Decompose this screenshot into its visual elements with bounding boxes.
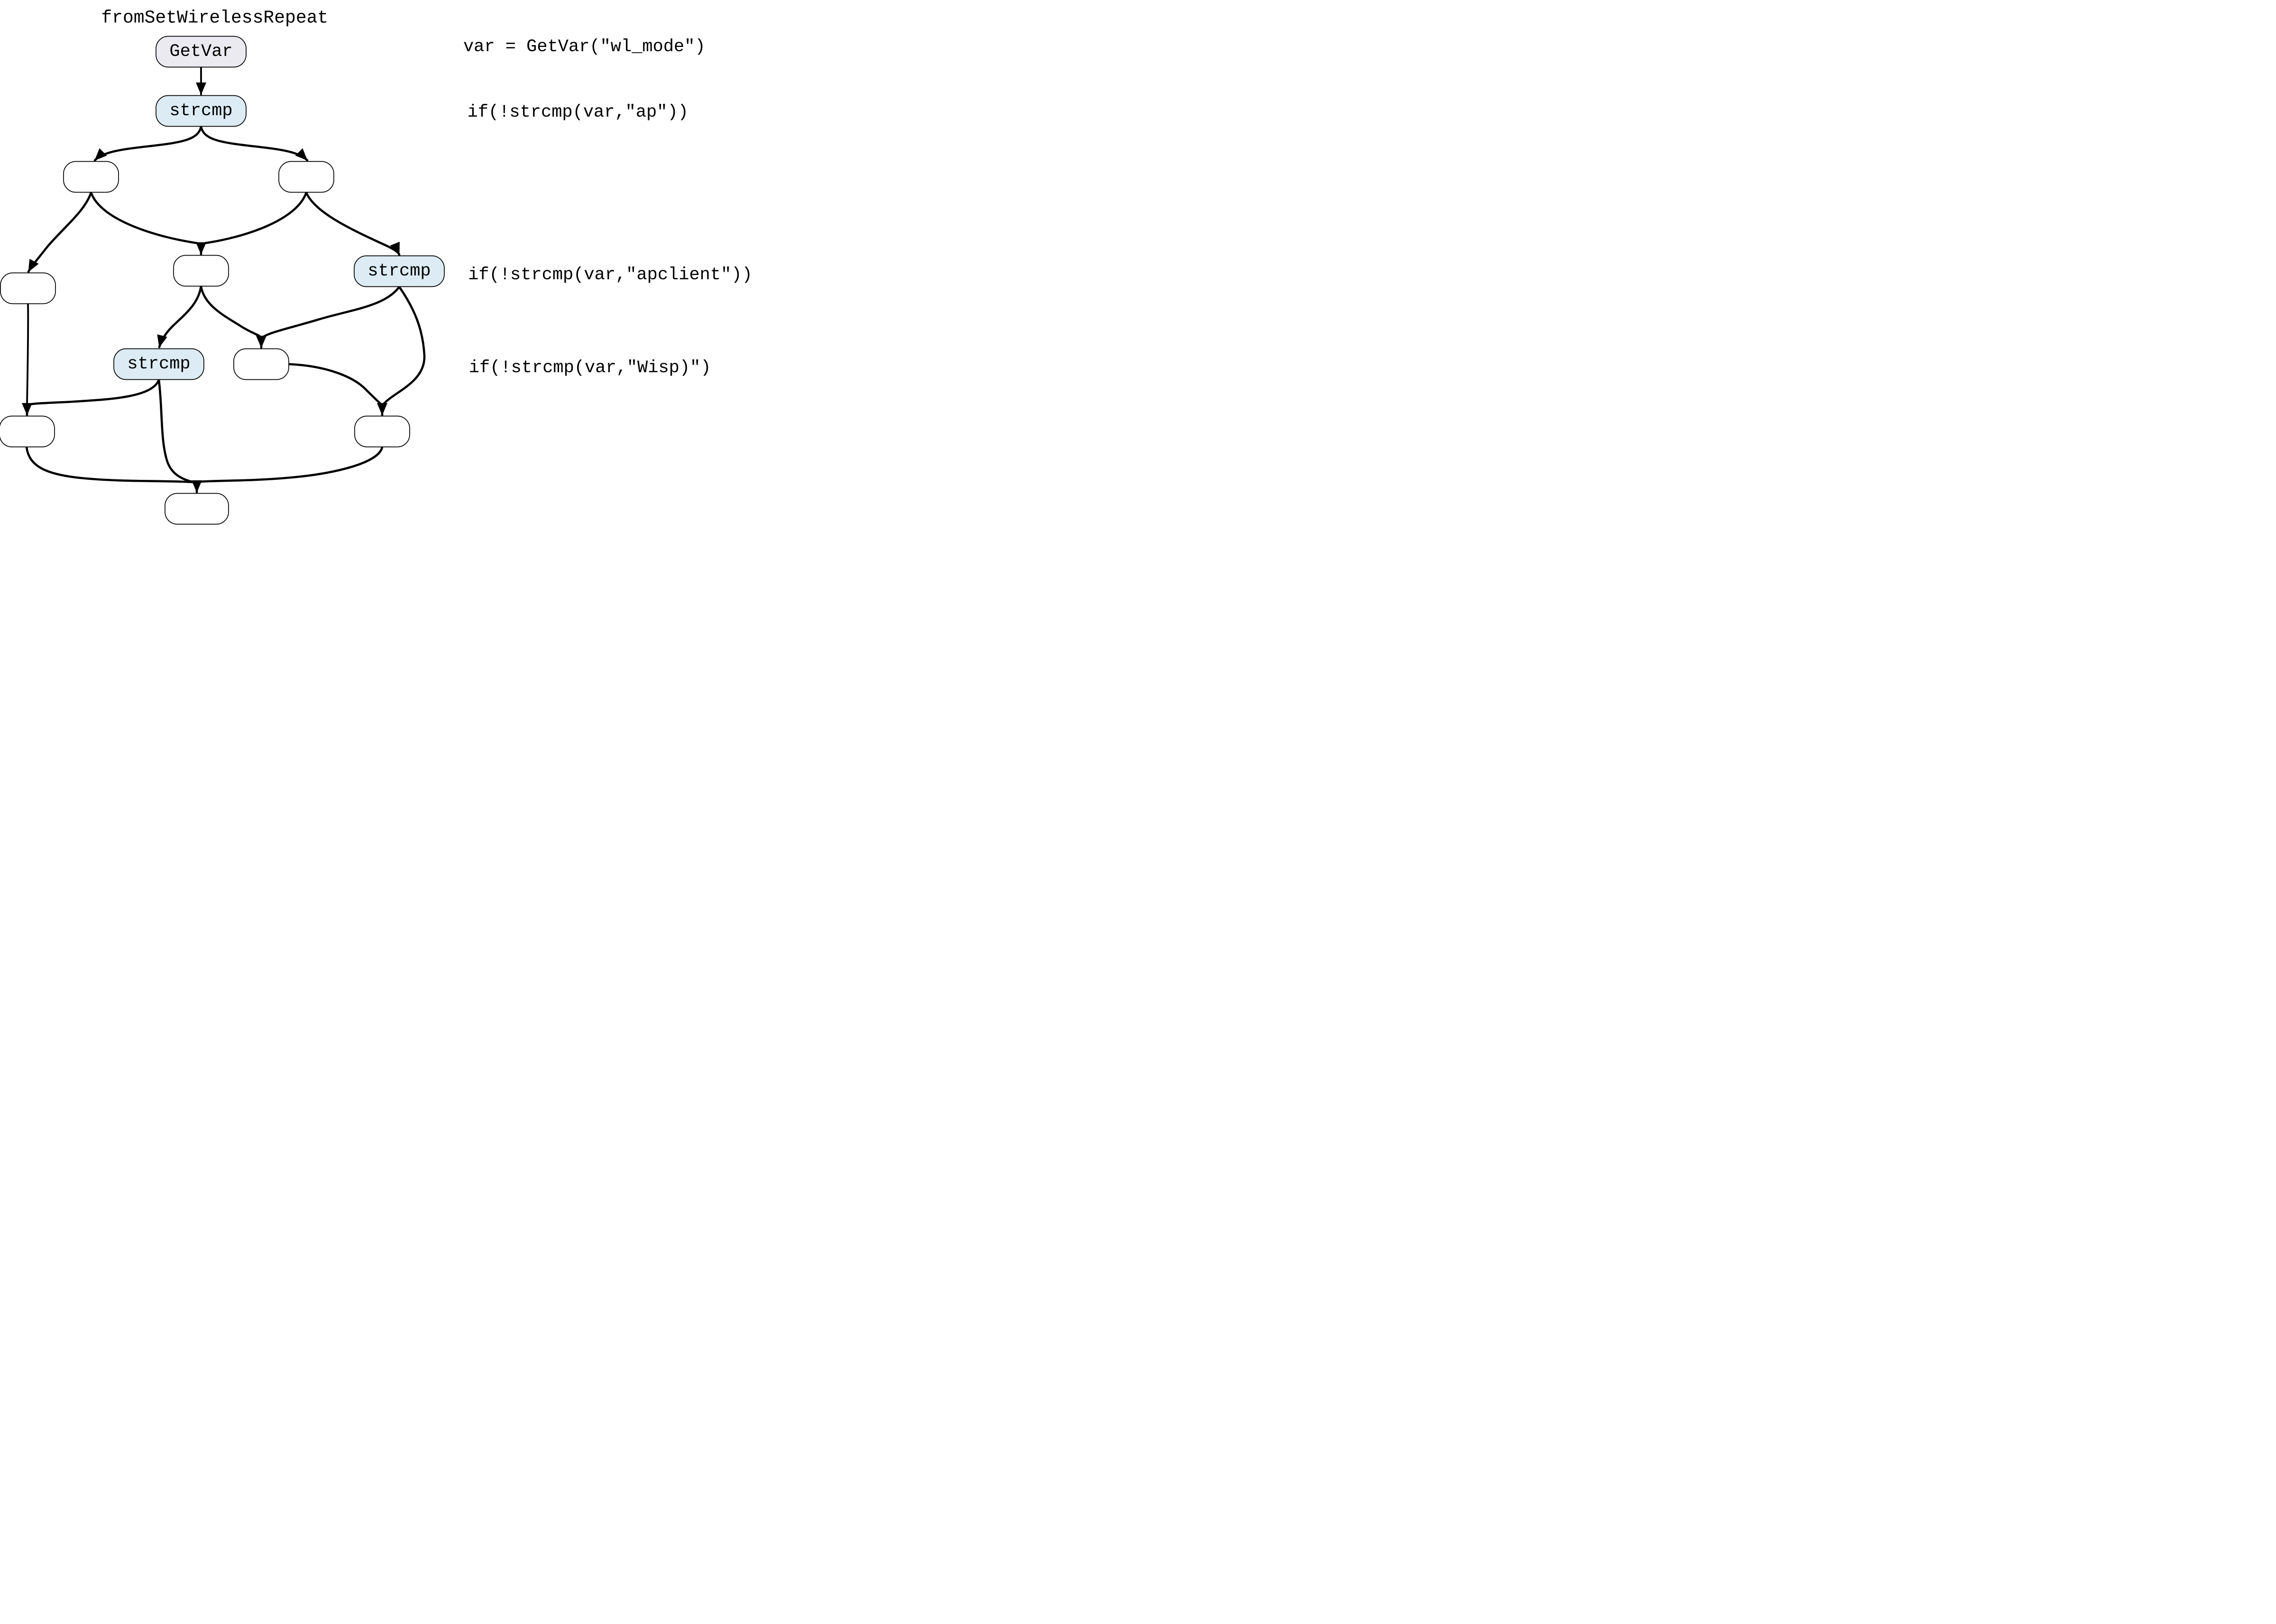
node-block-h [165, 493, 229, 525]
node-strcmp1: strcmp [156, 95, 247, 127]
edge-strcmp1-b [200, 125, 309, 162]
edge-c-f [26, 303, 29, 405]
edge-strcmp3-h [157, 378, 195, 484]
node-shape-block-c [0, 272, 56, 304]
node-shape-block-b [278, 161, 334, 193]
edge-d-e [200, 285, 263, 339]
edge-d-strcmp3 [157, 285, 202, 349]
edge-e-g [287, 363, 383, 406]
node-label-strcmp1: strcmp [169, 101, 232, 121]
edge-strcmp3-f [27, 378, 160, 406]
code-annotation-if-wisp: if(!strcmp(var,″Wisp)″) [468, 358, 711, 378]
flow-graph: GetVar strcmp strcmp strcmp [0, 36, 445, 525]
diagram-title: fromSetWirelessRepeat [101, 8, 329, 28]
node-strcmp3: strcmp [113, 348, 204, 380]
node-block-c [0, 272, 56, 304]
edge-b-strcmp2 [305, 191, 401, 256]
node-block-f [0, 415, 55, 448]
node-shape-block-g [354, 415, 410, 448]
node-block-a [63, 161, 119, 193]
edge-a-d [90, 191, 202, 245]
node-shape-strcmp1 [156, 95, 247, 127]
node-block-d [173, 255, 229, 287]
node-label-strcmp2: strcmp [367, 261, 431, 281]
node-shape-block-d [173, 255, 229, 287]
edge-strcmp2-g [382, 285, 426, 405]
edge-f-h [25, 446, 195, 484]
node-label-getvar: GetVar [169, 42, 232, 62]
node-block-g [354, 415, 410, 448]
code-annotation-if-apclient: if(!strcmp(var,″apclient″)) [468, 265, 753, 285]
node-shape-block-e [233, 348, 289, 380]
code-annotation-if-ap: if(!strcmp(var,″ap″)) [467, 102, 688, 122]
node-block-b [278, 161, 334, 193]
node-shape-strcmp2 [354, 255, 445, 287]
edge-a-c [27, 191, 92, 273]
node-shape-block-f [0, 415, 55, 448]
node-strcmp2: strcmp [354, 255, 445, 287]
edge-b-d [200, 191, 308, 245]
node-block-e [233, 348, 289, 380]
node-shape-strcmp3 [113, 348, 204, 380]
node-shape-block-a [63, 161, 119, 193]
code-annotation-getvar: var = GetVar(″wl_mode″) [463, 37, 706, 57]
edge-strcmp2-e [261, 285, 401, 339]
edge-g-h [198, 446, 384, 483]
edge-strcmp1-a [93, 125, 202, 162]
control-flow-figure: fromSetWirelessRepeat var = GetVar(″wl_m… [0, 0, 759, 541]
node-label-strcmp3: strcmp [127, 354, 190, 374]
node-shape-block-h [165, 493, 229, 525]
node-shape-getvar [156, 36, 247, 68]
node-getvar: GetVar [156, 36, 247, 68]
